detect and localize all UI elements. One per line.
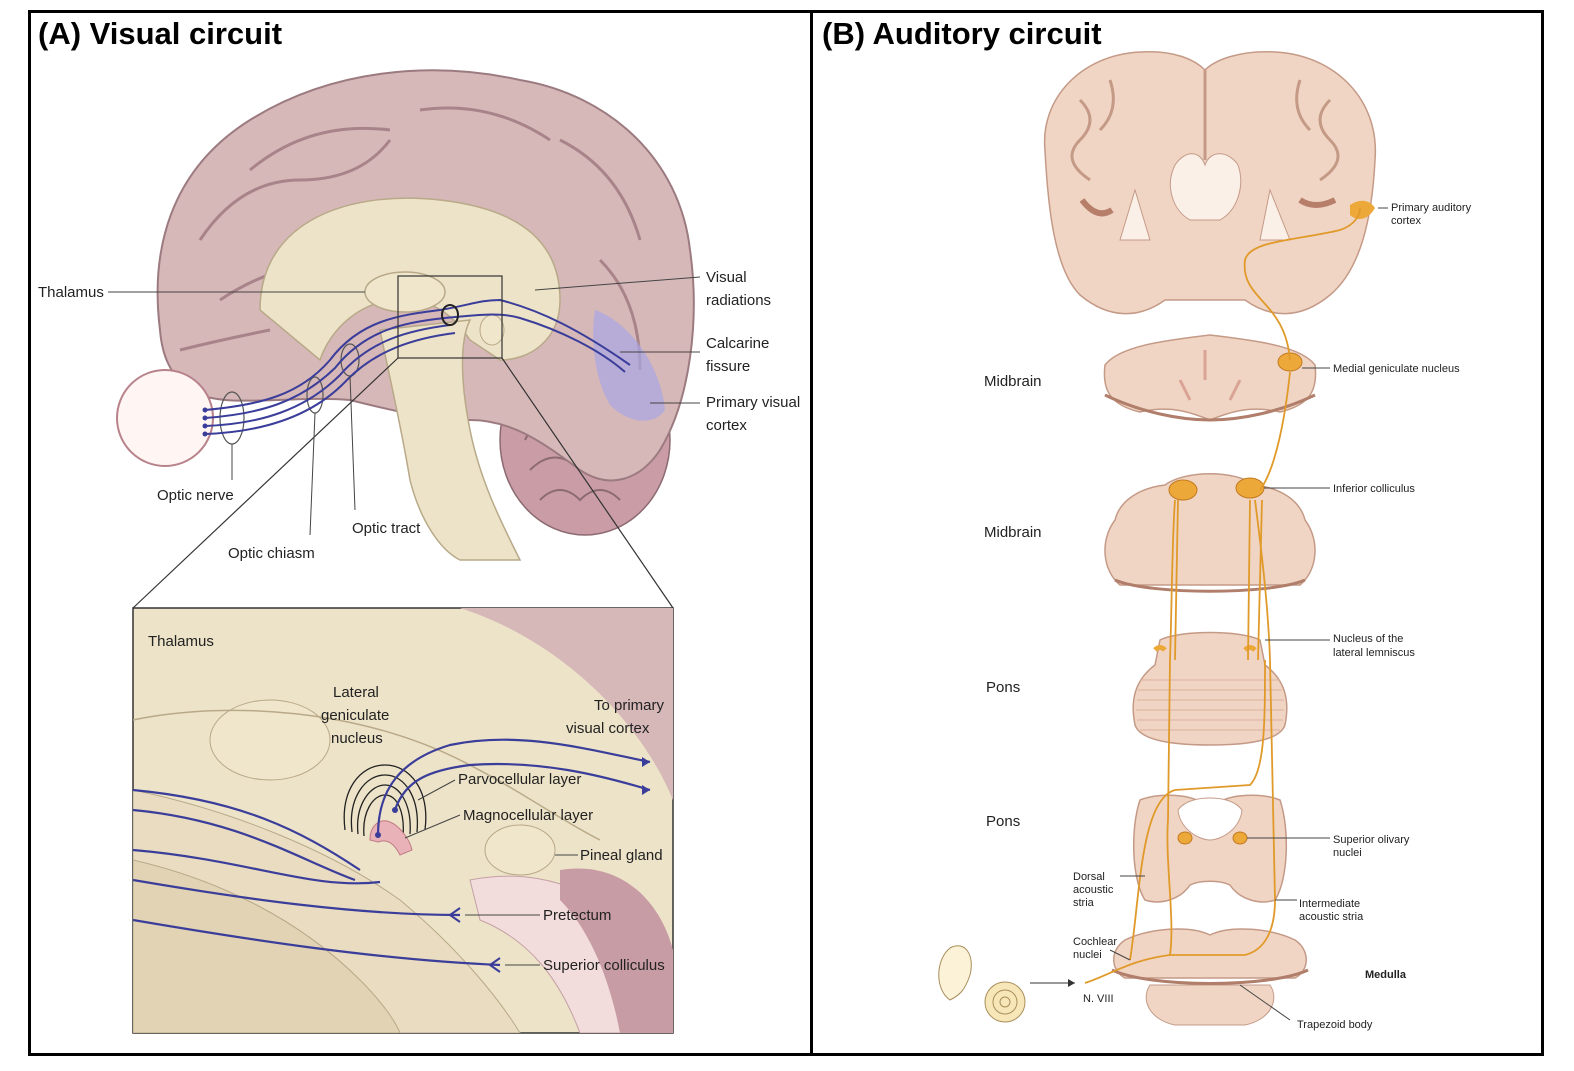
label-primary-visual-2: cortex [706, 417, 747, 434]
label-inferior-colliculus: Inferior colliculus [1333, 483, 1415, 495]
pons-section-2 [1132, 794, 1288, 903]
visual-pathway [204, 298, 631, 435]
ear-cochlea [938, 945, 1075, 1023]
inset-label-to-cortex-2: visual cortex [566, 720, 650, 737]
label-calcarine-1: Calcarine [706, 335, 769, 352]
inset-label-lgn-3: nucleus [331, 730, 383, 747]
label-intermediate-2: acoustic stria [1299, 911, 1364, 923]
inset-label-pretectum: Pretectum [543, 907, 611, 924]
inset-label-lgn-1: Lateral [333, 684, 379, 701]
inset-source-box [397, 275, 503, 359]
label-optic-chiasm: Optic chiasm [228, 545, 315, 562]
label-cochlear-2: nuclei [1073, 949, 1102, 961]
label-dorsal-1: Dorsal [1073, 871, 1105, 883]
label-lateral-lemniscus-1: Nucleus of the [1333, 633, 1403, 645]
panel-a-title: (A) Visual circuit [38, 16, 283, 51]
label-dorsal-2: acoustic [1073, 884, 1114, 896]
panel-divider [810, 10, 813, 1056]
lateral-geniculate-small [441, 304, 459, 326]
brainstem [379, 319, 522, 561]
label-optic-nerve: Optic nerve [157, 487, 234, 504]
pons-section-1 [1132, 631, 1288, 746]
midbrain-section-2 [1104, 473, 1316, 593]
label-pons-1: Pons [986, 679, 1020, 696]
auditory-pathway [1084, 207, 1361, 984]
inset-label-parvocellular: Parvocellular layer [458, 771, 581, 788]
label-midbrain-1: Midbrain [984, 373, 1042, 390]
label-optic-tract: Optic tract [352, 520, 421, 537]
label-lateral-lemniscus-2: lateral lemniscus [1333, 647, 1415, 659]
label-thalamus: Thalamus [38, 284, 104, 301]
label-midbrain-2: Midbrain [984, 524, 1042, 541]
inset-lgn: Thalamus Lateral geniculate nucleus To p… [132, 607, 674, 1034]
inset-label-superior-colliculus: Superior colliculus [543, 957, 665, 974]
inset-label-lgn-2: geniculate [321, 707, 389, 724]
inset-label-to-cortex-1: To primary [594, 697, 665, 714]
auditory-circuit-diagram: Primary auditory cortex Medial geniculat… [938, 51, 1472, 1031]
label-dorsal-3: stria [1073, 897, 1095, 909]
label-trapezoid: Trapezoid body [1297, 1019, 1373, 1031]
label-pons-2: Pons [986, 813, 1020, 830]
label-primary-auditory-2: cortex [1391, 215, 1421, 227]
label-cochlear-1: Cochlear [1073, 936, 1117, 948]
label-n-viii: N. VIII [1083, 993, 1114, 1005]
label-medulla: Medulla [1365, 969, 1407, 981]
label-visual-radiations-2: radiations [706, 292, 771, 309]
midbrain-section-1 [1103, 334, 1317, 422]
label-primary-visual-1: Primary visual [706, 394, 800, 411]
thalamus [364, 271, 446, 313]
inset-label-thalamus: Thalamus [148, 633, 214, 650]
visual-circuit-diagram: Thalamus Visual radiations Calcarine fis… [38, 69, 800, 1034]
label-superior-olivary-2: nuclei [1333, 847, 1362, 859]
label-primary-auditory-1: Primary auditory [1391, 202, 1472, 214]
label-superior-olivary-1: Superior olivary [1333, 834, 1410, 846]
eye [116, 369, 214, 467]
label-visual-radiations-1: Visual [706, 269, 747, 286]
inset-label-magnocellular: Magnocellular layer [463, 807, 593, 824]
label-intermediate-1: Intermediate [1299, 898, 1360, 910]
inset-label-pineal: Pineal gland [580, 847, 663, 864]
medulla-section [1111, 928, 1309, 1026]
panel-b-title: (B) Auditory circuit [822, 16, 1102, 51]
label-calcarine-2: fissure [706, 358, 750, 375]
label-medial-geniculate: Medial geniculate nucleus [1333, 363, 1460, 375]
cortex-coronal-section [1043, 51, 1377, 315]
